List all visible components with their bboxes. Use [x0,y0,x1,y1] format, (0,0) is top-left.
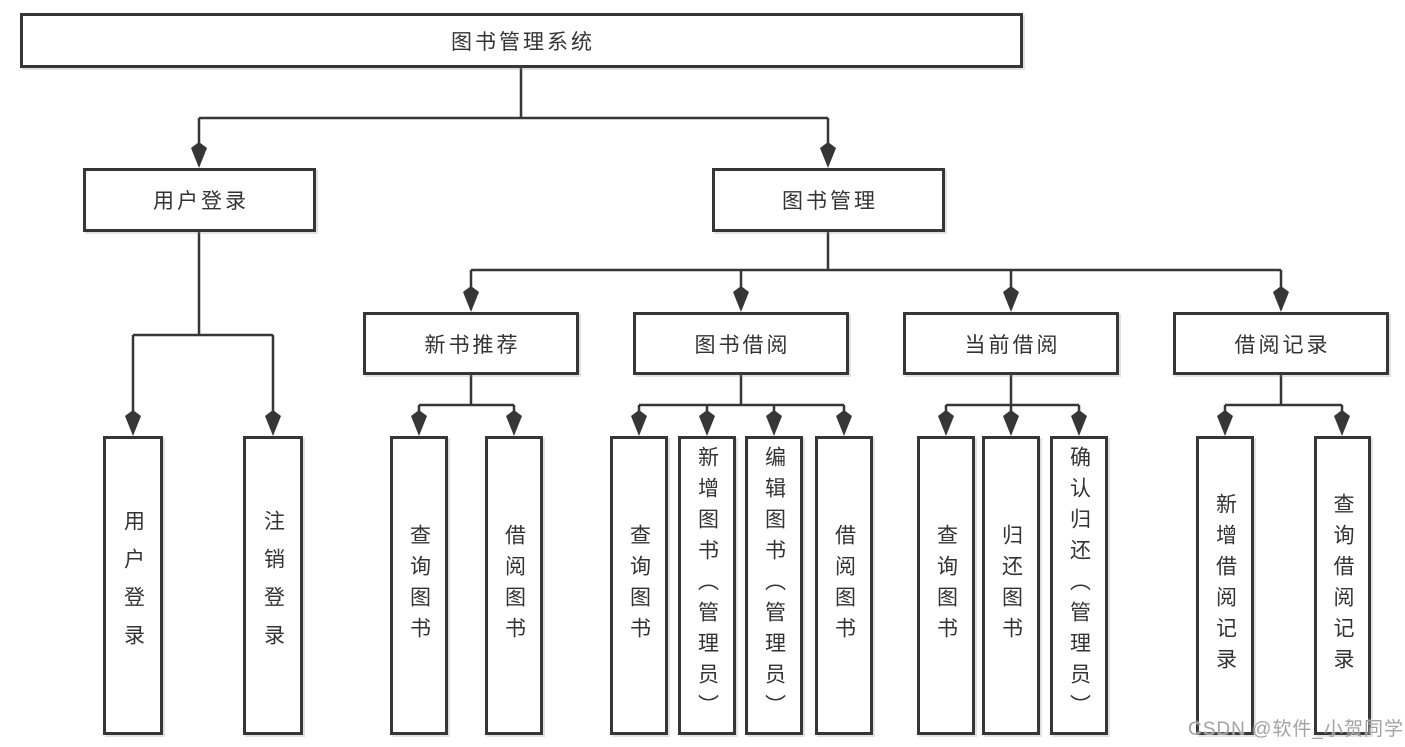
node-root-label: 图书管理系统 [451,30,595,54]
node-new-book-recommendation: 新书推荐 [363,312,579,375]
leaf-query-books-current: 查询图书 [917,436,975,735]
leaf-query-borrow-record: 查询借阅记录 [1314,436,1371,735]
node-book-management: 图书管理 [712,168,945,232]
leaf-borrow-books-recommend: 借阅图书 [485,436,543,735]
node-borrowing-records-label: 借阅记录 [1234,333,1331,357]
node-book-borrowing-label: 图书借阅 [694,333,791,357]
leaf-add-borrow-record: 新增借阅记录 [1196,436,1254,735]
node-current-borrowing: 当前借阅 [903,312,1119,375]
node-book-management-label: 图书管理 [782,190,878,213]
leaf-add-book-admin: 新增图书（管理员） [678,436,736,735]
node-root: 图书管理系统 [20,13,1023,68]
leaf-edit-book-admin: 编辑图书（管理员） [745,436,803,735]
node-new-book-recommendation-label: 新书推荐 [424,333,521,357]
leaf-query-books-borrowing: 查询图书 [610,436,668,735]
node-user-login-label: 用户登录 [153,190,249,213]
leaf-borrow-books-borrowing: 借阅图书 [815,436,873,735]
leaf-confirm-return-admin: 确认归还（管理员） [1050,436,1108,735]
node-current-borrowing-label: 当前借阅 [964,333,1061,357]
leaf-return-books: 归还图书 [982,436,1040,735]
leaf-user-login: 用户登录 [103,436,163,735]
leaf-query-books-recommend: 查询图书 [390,436,448,735]
node-book-borrowing: 图书借阅 [633,312,849,375]
watermark: CSDN @软件_小贺同学 [1188,719,1404,740]
node-borrowing-records: 借阅记录 [1173,312,1389,375]
leaf-logout: 注销登录 [243,436,303,735]
node-user-login: 用户登录 [83,168,316,232]
